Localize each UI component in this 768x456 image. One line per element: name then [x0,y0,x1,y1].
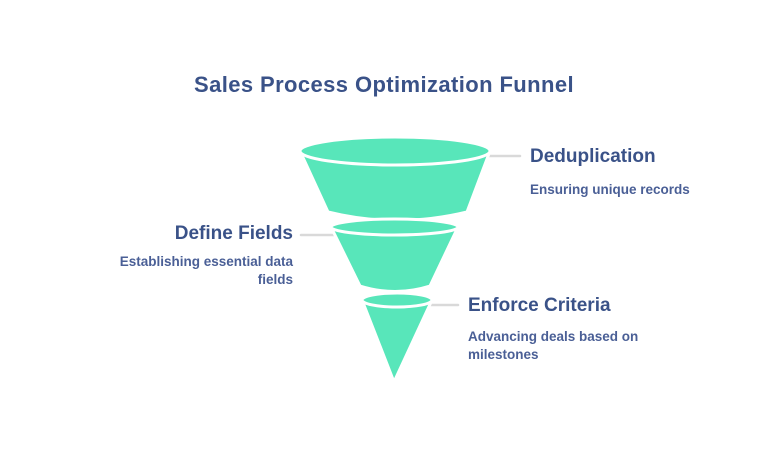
description-line: Ensuring unique records [530,182,690,197]
stage-deduplication-description: Ensuring unique records [530,181,760,199]
stage-deduplication-title: Deduplication [530,146,656,167]
description-line: milestones [468,347,539,362]
funnel-stage-1-rim [298,135,492,167]
stage-enforce-criteria-block: Enforce Criteria Advancing deals based o… [468,294,698,364]
funnel-stage-2-rim [329,217,460,237]
funnel-stage-2-body [329,225,460,293]
stage-enforce-criteria-description: Advancing deals based on milestones [468,328,698,364]
description-line: Advancing deals based on [468,329,639,344]
stage-enforce-criteria-title: Enforce Criteria [468,295,611,316]
stage-define-fields-block: Define Fields Establishing essential dat… [63,222,293,289]
stage-deduplication-block: Deduplication Ensuring unique records [530,145,760,199]
funnel-stage-3-rim [360,291,434,309]
description-line: fields [257,272,293,287]
stage-define-fields-description: Establishing essential data fields [63,253,293,289]
stage-define-fields-title: Define Fields [174,223,293,244]
diagram-title: Sales Process Optimization Funnel [194,72,574,97]
description-line: Establishing essential data [119,254,293,269]
funnel-stage-3-body [360,298,434,384]
